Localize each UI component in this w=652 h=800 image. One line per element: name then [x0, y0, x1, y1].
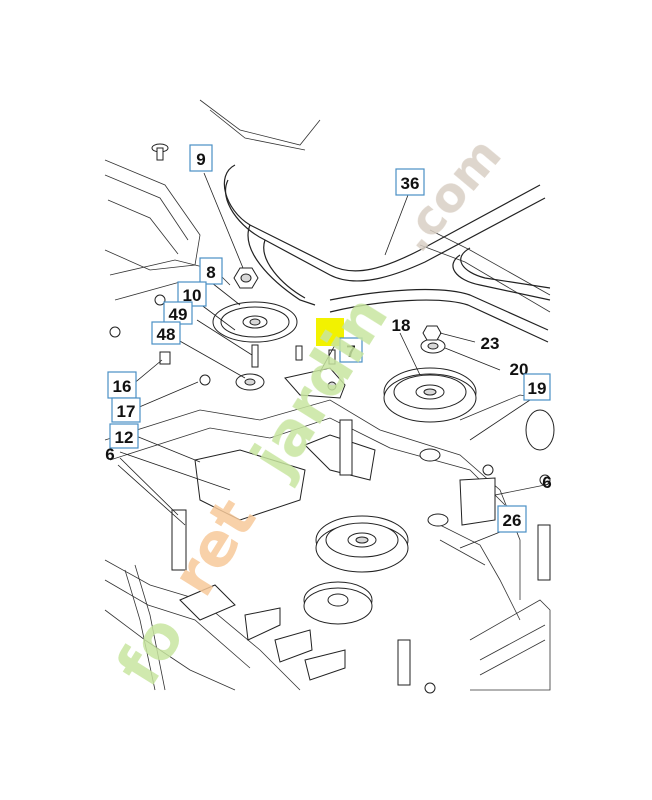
- svg-text:8: 8: [206, 263, 215, 282]
- svg-text:23: 23: [481, 334, 500, 353]
- nut-9: [233, 267, 259, 289]
- callout-36: 36: [395, 168, 425, 196]
- spindle-assemblies: [171, 409, 555, 686]
- tension-arm-7: [284, 367, 346, 399]
- svg-text:19: 19: [528, 379, 547, 398]
- svg-text:36: 36: [401, 174, 420, 193]
- svg-text:10: 10: [183, 286, 202, 305]
- bolt-49: [251, 344, 259, 368]
- svg-text:16: 16: [113, 377, 132, 396]
- brackets-lower: [179, 477, 496, 681]
- callout-48: 48: [151, 321, 181, 345]
- callout-6: 6: [105, 445, 114, 464]
- pulley-small-20: [420, 338, 446, 354]
- leader-lines: [117, 172, 531, 549]
- pulley-8: [212, 301, 298, 343]
- svg-text:18: 18: [392, 316, 411, 335]
- svg-text:12: 12: [115, 428, 134, 447]
- callout-18: 18: [392, 316, 411, 335]
- svg-text:fo: fo: [103, 604, 198, 698]
- callout-8: 8: [199, 257, 223, 285]
- svg-text:26: 26: [503, 511, 522, 530]
- svg-text:49: 49: [169, 305, 188, 324]
- callout-7: 7: [339, 337, 363, 363]
- nut-23: [422, 325, 442, 341]
- spindle-pulley-lower: [303, 581, 373, 625]
- svg-text:7: 7: [346, 342, 355, 361]
- svg-text:6: 6: [542, 473, 551, 492]
- washers: [151, 143, 449, 527]
- washer-48: [235, 373, 265, 391]
- svg-text:6: 6: [105, 445, 114, 464]
- callout-9: 9: [189, 144, 213, 172]
- callout-17: 17: [111, 397, 141, 423]
- callout-26: 26: [497, 505, 527, 533]
- callout-23: 23: [481, 334, 500, 353]
- bolts: [109, 294, 551, 694]
- svg-text:48: 48: [157, 325, 176, 344]
- callout-12: 12: [109, 423, 139, 449]
- highlight-marker: [316, 318, 344, 346]
- svg-text:9: 9: [196, 150, 205, 169]
- drive-belt: [223, 164, 551, 343]
- callout-19: 19: [523, 373, 551, 401]
- callout-16: 16: [107, 371, 137, 399]
- callout-6b: 6: [542, 473, 551, 492]
- svg-text:17: 17: [117, 402, 136, 421]
- pulley-18: [383, 367, 477, 423]
- callout-49: 49: [163, 301, 193, 325]
- idler-pulley-lower: [315, 515, 409, 573]
